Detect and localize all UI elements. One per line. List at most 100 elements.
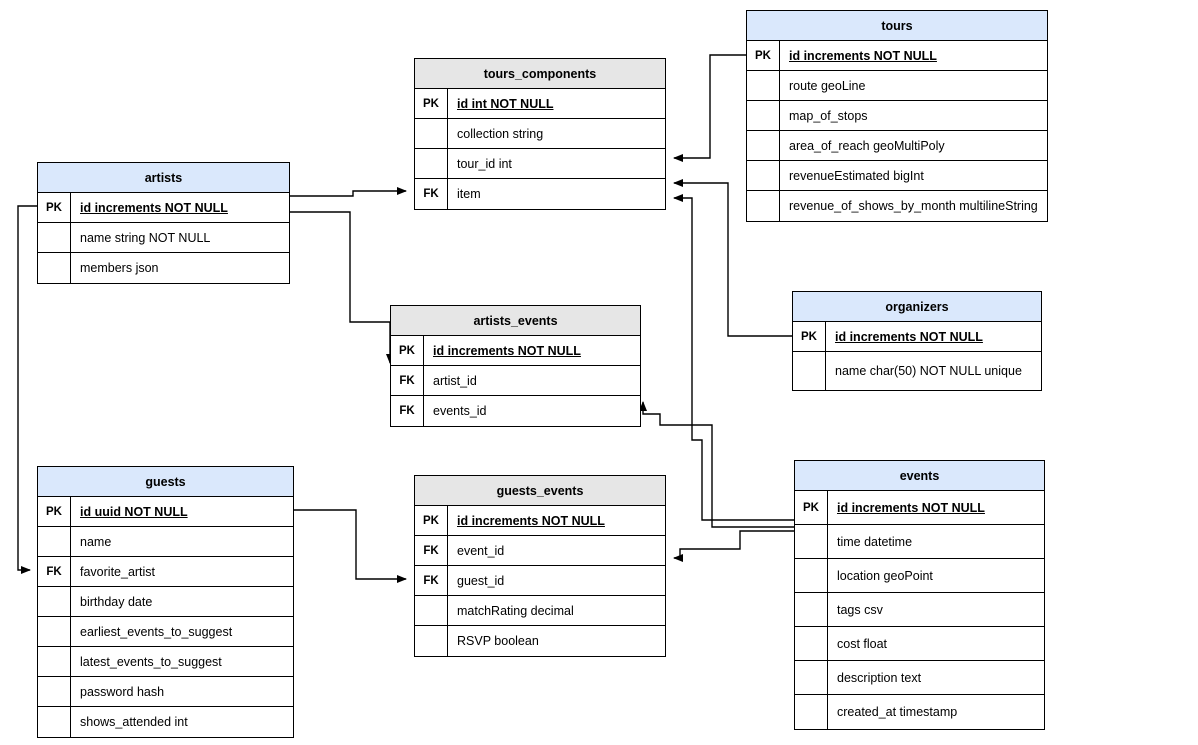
field-name: id increments NOT NULL: [835, 329, 983, 344]
field-row[interactable]: birthday date: [38, 587, 293, 617]
field-row[interactable]: name string NOT NULL: [38, 223, 289, 253]
field-key-badge: [38, 587, 71, 616]
field-row[interactable]: map_of_stops: [747, 101, 1047, 131]
field-row[interactable]: description text: [795, 661, 1044, 695]
field-key-badge: [38, 707, 71, 737]
field-row[interactable]: earliest_events_to_suggest: [38, 617, 293, 647]
rel-tours-tours_components-tour_id: [673, 54, 746, 162]
field-name: id uuid NOT NULL: [80, 504, 188, 519]
field-row[interactable]: location geoPoint: [795, 559, 1044, 593]
entity-title-guests_events: guests_events: [415, 476, 665, 506]
field-key-badge: [795, 593, 828, 626]
field-name: id int NOT NULL: [457, 96, 554, 111]
field-row[interactable]: PK id increments NOT NULL: [793, 322, 1041, 352]
field-row[interactable]: PK id increments NOT NULL: [747, 41, 1047, 71]
field-row[interactable]: RSVP boolean: [415, 626, 665, 656]
field-name: password hash: [80, 684, 165, 699]
field-row[interactable]: revenueEstimated bigInt: [747, 161, 1047, 191]
field-row[interactable]: members json: [38, 253, 289, 283]
field-row[interactable]: password hash: [38, 677, 293, 707]
entity-title-organizers: organizers: [793, 292, 1041, 322]
entity-title-guests: guests: [38, 467, 293, 497]
field-row[interactable]: area_of_reach geoMultiPoly: [747, 131, 1047, 161]
field-key-badge: [747, 191, 780, 221]
field-row[interactable]: shows_attended int: [38, 707, 293, 737]
field-name: matchRating decimal: [457, 603, 574, 618]
entity-title-tours_components: tours_components: [415, 59, 665, 89]
field-name: birthday date: [80, 594, 153, 609]
field-row[interactable]: name char(50) NOT NULL unique: [793, 352, 1041, 390]
field-key-badge: FK: [415, 536, 448, 565]
field-row[interactable]: collection string: [415, 119, 665, 149]
field-key-badge: [795, 559, 828, 592]
field-name: revenue_of_shows_by_month multilineStrin…: [789, 199, 1038, 213]
field-name: area_of_reach geoMultiPoly: [789, 138, 945, 153]
field-row[interactable]: cost float: [795, 627, 1044, 661]
field-name: id increments NOT NULL: [837, 500, 985, 515]
field-name: name char(50) NOT NULL unique: [835, 364, 1022, 378]
field-key-badge: PK: [415, 89, 448, 118]
field-row[interactable]: tour_id int: [415, 149, 665, 179]
field-name: time datetime: [837, 534, 913, 549]
field-key-badge: [747, 101, 780, 130]
field-name: id increments NOT NULL: [789, 48, 937, 63]
field-row[interactable]: route geoLine: [747, 71, 1047, 101]
field-name: guest_id: [457, 573, 505, 588]
field-row[interactable]: PK id uuid NOT NULL: [38, 497, 293, 527]
field-row[interactable]: PK id int NOT NULL: [415, 89, 665, 119]
rel-artists-artists_events: [290, 211, 390, 323]
field-name: latest_events_to_suggest: [80, 654, 222, 669]
field-name: route geoLine: [789, 78, 866, 93]
field-row[interactable]: created_at timestamp: [795, 695, 1044, 729]
field-name: favorite_artist: [80, 564, 156, 579]
field-name: name string NOT NULL: [80, 230, 211, 245]
field-key-badge: [415, 119, 448, 148]
field-key-badge: [38, 527, 71, 556]
field-name: item: [457, 187, 481, 201]
field-row[interactable]: time datetime: [795, 525, 1044, 559]
entity-title-tours: tours: [747, 11, 1047, 41]
field-name: id increments NOT NULL: [80, 200, 228, 215]
field-name: shows_attended int: [80, 715, 188, 729]
field-row[interactable]: latest_events_to_suggest: [38, 647, 293, 677]
field-row[interactable]: revenue_of_shows_by_month multilineStrin…: [747, 191, 1047, 221]
field-name: created_at timestamp: [837, 705, 958, 719]
field-row[interactable]: matchRating decimal: [415, 596, 665, 626]
field-key-badge: [795, 661, 828, 694]
field-name: collection string: [457, 126, 544, 141]
field-key-badge: PK: [747, 41, 780, 70]
field-key-badge: [38, 223, 71, 252]
field-name: tour_id int: [457, 156, 512, 171]
field-name: tags csv: [837, 602, 883, 617]
field-name: location geoPoint: [837, 568, 933, 583]
rel-artists-tours_components-item: [290, 187, 407, 197]
field-name: description text: [837, 670, 922, 685]
field-row[interactable]: tags csv: [795, 593, 1044, 627]
field-key-badge: [795, 627, 828, 660]
field-key-badge: [415, 626, 448, 656]
field-key-badge: PK: [793, 322, 826, 351]
field-key-badge: [38, 617, 71, 646]
field-key-badge: PK: [38, 497, 71, 526]
field-key-badge: [38, 647, 71, 676]
field-row[interactable]: name: [38, 527, 293, 557]
